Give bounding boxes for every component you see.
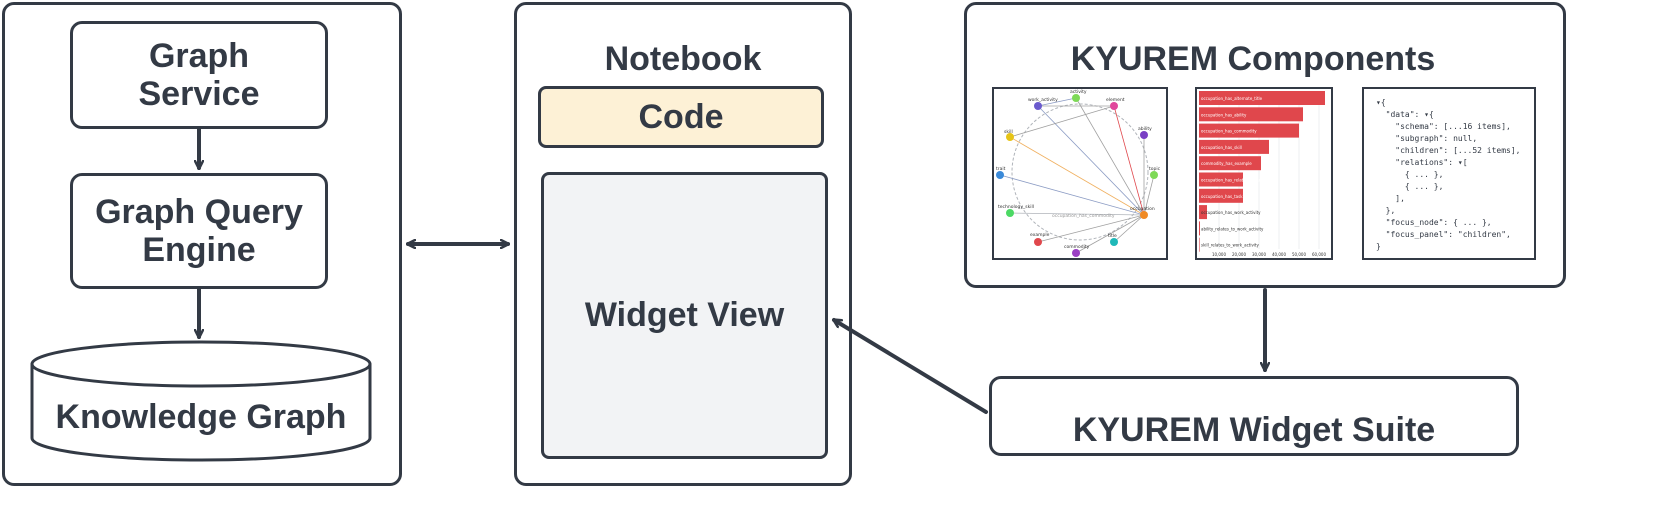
- graph-node-label: occupation: [1130, 206, 1155, 212]
- json-line: "children": [...52 items],: [1376, 146, 1521, 155]
- graph-thumbnail: work_activity activity element skill abi…: [992, 87, 1168, 260]
- bar: [1199, 107, 1303, 122]
- x-tick-label: 50,000: [1292, 252, 1306, 257]
- bar-chart-thumbnail: 10,000 20,000 30,000 40,000 50,000 60,000 occu…: [1195, 87, 1333, 260]
- json-line: "data": ▾{: [1376, 110, 1434, 119]
- json-line: "focus_node": { ... },: [1376, 218, 1492, 227]
- graph-node-label: title: [1108, 233, 1117, 239]
- x-tick-label: 10,000: [1212, 252, 1226, 257]
- json-line: }: [1376, 242, 1381, 251]
- bar-category-label: occupation_has_work_activity: [1201, 210, 1261, 215]
- json-line: { ... },: [1376, 182, 1444, 191]
- graph-node-label: element: [1106, 97, 1125, 103]
- bar-category-label: ability_relates_to_work_activity: [1201, 226, 1264, 231]
- bar-category-label: occupation_has_task: [1201, 194, 1243, 199]
- json-line: "relations": ▾[: [1376, 158, 1468, 167]
- x-tick-label: 30,000: [1252, 252, 1266, 257]
- bar: [1199, 172, 1243, 187]
- graph-node-label: commodity: [1064, 244, 1090, 250]
- bar-category-label: occupation_has_commodity: [1201, 129, 1257, 134]
- graph-query-engine-box: Graph Query Engine: [70, 173, 328, 289]
- json-line: { ... },: [1376, 170, 1444, 179]
- bar: [1199, 237, 1200, 252]
- bar-category-label: occupation_has_ability: [1201, 112, 1247, 117]
- graph-edge-label: occupation_has_commodity: [1052, 213, 1115, 219]
- json-thumbnail: ▾{ "data": ▾{ "schema": [...16 items], "…: [1362, 87, 1536, 260]
- json-line: ],: [1376, 194, 1405, 203]
- json-line: "focus_panel": "children",: [1376, 230, 1511, 239]
- bar: [1199, 91, 1325, 105]
- graph-service-box: Graph Service: [70, 21, 328, 129]
- bar-category-label: commodity_has_example: [1201, 161, 1252, 166]
- bar-category-label: occupation_has_alternate_title: [1201, 96, 1263, 101]
- graph-node-label: work_activity: [1028, 97, 1058, 103]
- json-line: ▾{: [1376, 98, 1386, 107]
- graph-thumbnail-svg: work_activity activity element skill abi…: [996, 89, 1161, 257]
- graph-node-label: ability: [1138, 126, 1152, 132]
- json-line: "subgraph": null,: [1376, 134, 1478, 143]
- bar-category-label: occupation_has_skill: [1201, 145, 1242, 150]
- graph-node-label: technology_skill: [998, 204, 1034, 210]
- bar: [1199, 156, 1261, 171]
- graph-node-label: example: [1030, 232, 1050, 238]
- bar: [1199, 221, 1200, 236]
- json-line: "schema": [...16 items],: [1376, 122, 1511, 131]
- bar-category-label: skill_relates_to_work_activity: [1201, 243, 1260, 248]
- graph-node-label: trait: [996, 166, 1006, 172]
- widget-suite-box: KYUREM Widget Suite: [989, 376, 1519, 456]
- code-box: Code: [538, 86, 824, 148]
- bar: [1199, 123, 1299, 138]
- arrow-suite-to-widget-view: [834, 318, 988, 414]
- widget-view-box: Widget View: [541, 172, 828, 459]
- x-tick-label: 40,000: [1272, 252, 1286, 257]
- notebook-title: Notebook: [604, 39, 762, 78]
- components-title: KYUREM Components: [1070, 39, 1436, 78]
- graph-node-label: skill: [1004, 129, 1013, 135]
- bar: [1199, 205, 1207, 220]
- x-tick-label: 60,000: [1312, 252, 1326, 257]
- bar: [1199, 188, 1243, 203]
- bar-category-label: occupation_has_related_occupation: [1201, 178, 1273, 183]
- json-line: },: [1376, 206, 1396, 215]
- bar: [1199, 139, 1269, 154]
- x-tick-label: 20,000: [1232, 252, 1246, 257]
- graph-node-label: topic: [1149, 166, 1161, 172]
- bar-chart-svg: 10,000 20,000 30,000 40,000 50,000 60,000 occu…: [1199, 91, 1326, 257]
- json-viewer: ▾{ "data": ▾{ "schema": [...16 items], "…: [1376, 97, 1521, 253]
- knowledge-graph-label: Knowledge Graph: [55, 397, 347, 436]
- graph-node-label: activity: [1070, 89, 1087, 95]
